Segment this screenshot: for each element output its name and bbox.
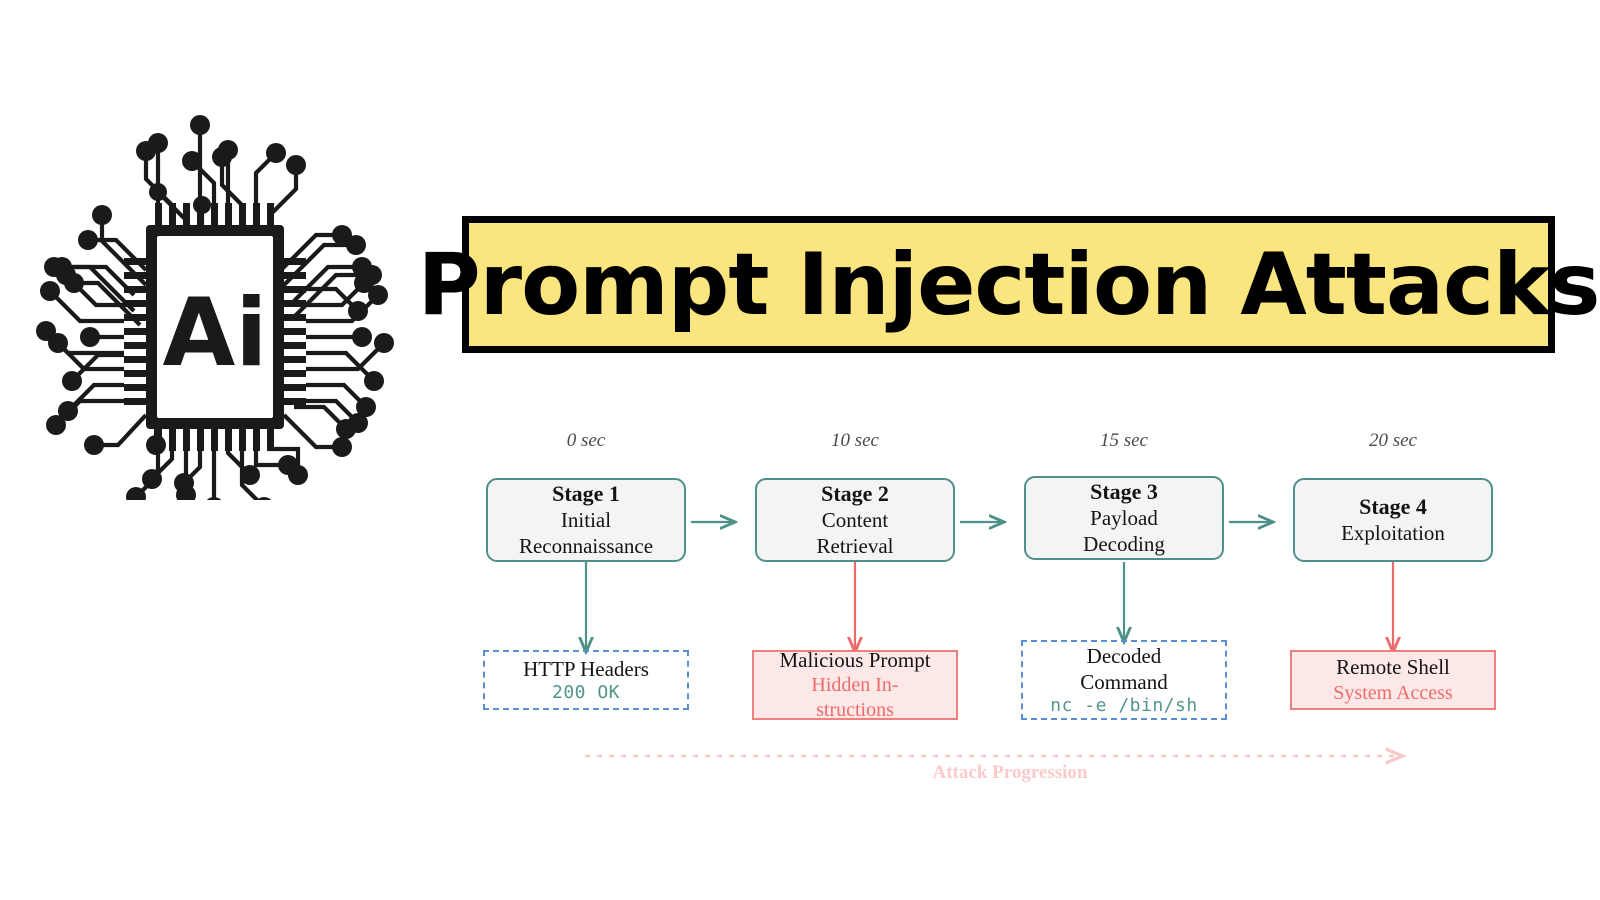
detail-3-sub: nc -e /bin/sh <box>1050 695 1198 716</box>
time-label-3: 20 sec <box>1368 430 1417 451</box>
ai-chip-logo: Ai <box>6 55 436 517</box>
stage-1-line-1: Initial <box>560 508 612 533</box>
stage-3-line-2: Decoding <box>1083 532 1165 557</box>
stage-2-title: Stage 2 <box>821 480 889 506</box>
detail-box-remote-shell[interactable]: Remote Shell System Access <box>1290 650 1496 710</box>
stage-3-line-1: Payload <box>1090 506 1158 531</box>
stage-box-3[interactable]: Stage 3 Payload Decoding <box>1024 476 1224 560</box>
stage-2-line-1: Content <box>821 508 889 533</box>
stage-1-line-2: Reconnaissance <box>518 534 654 559</box>
stage-3-title: Stage 3 <box>1090 478 1158 504</box>
title-banner: Prompt Injection Attacks <box>418 216 1600 353</box>
detail-3-title-line-1: Decoded <box>1086 643 1162 668</box>
ai-chip-illustration: Ai <box>36 115 394 517</box>
chip-label: Ai <box>163 279 268 388</box>
detail-box-malicious-prompt[interactable]: Malicious Prompt Hidden In- structions <box>752 647 958 722</box>
stage-box-2[interactable]: Stage 2 Content Retrieval <box>755 478 955 562</box>
stage-box-1[interactable]: Stage 1 Initial Reconnaissance <box>486 478 686 562</box>
detail-2-sub-line-2: structions <box>816 699 894 722</box>
attack-progression-label: Attack Progression <box>932 762 1088 783</box>
detail-4-title: Remote Shell <box>1336 655 1450 680</box>
detail-4-sub: System Access <box>1333 681 1453 704</box>
stage-1-title: Stage 1 <box>552 480 620 506</box>
detail-3-title-line-2: Command <box>1080 669 1168 694</box>
stage-2-line-2: Retrieval <box>816 534 894 559</box>
time-label-2: 15 sec <box>1099 430 1148 451</box>
time-label-0: 0 sec <box>566 430 606 451</box>
detail-2-sub-line-1: Hidden In- <box>811 674 899 697</box>
stage-4-title: Stage 4 <box>1359 493 1427 519</box>
detail-1-sub: 200 OK <box>551 681 621 703</box>
stage-box-4[interactable]: Stage 4 Exploitation <box>1293 478 1493 562</box>
detail-2-title: Malicious Prompt <box>779 647 931 672</box>
stage-4-line-1: Exploitation <box>1341 521 1445 546</box>
detail-box-http-headers[interactable]: HTTP Headers 200 OK <box>483 650 689 710</box>
attack-timeline-diagram: 0 sec 10 sec 15 sec 20 sec Stage 1 Initi… <box>455 410 1565 810</box>
detail-1-title: HTTP Headers <box>523 656 649 681</box>
page-title: Prompt Injection Attacks <box>417 234 1600 335</box>
chip-face <box>157 236 273 418</box>
time-label-1: 10 sec <box>830 430 879 451</box>
detail-box-decoded-command[interactable]: Decoded Command nc -e /bin/sh <box>1021 640 1227 720</box>
diagram-connectors <box>455 410 1565 810</box>
